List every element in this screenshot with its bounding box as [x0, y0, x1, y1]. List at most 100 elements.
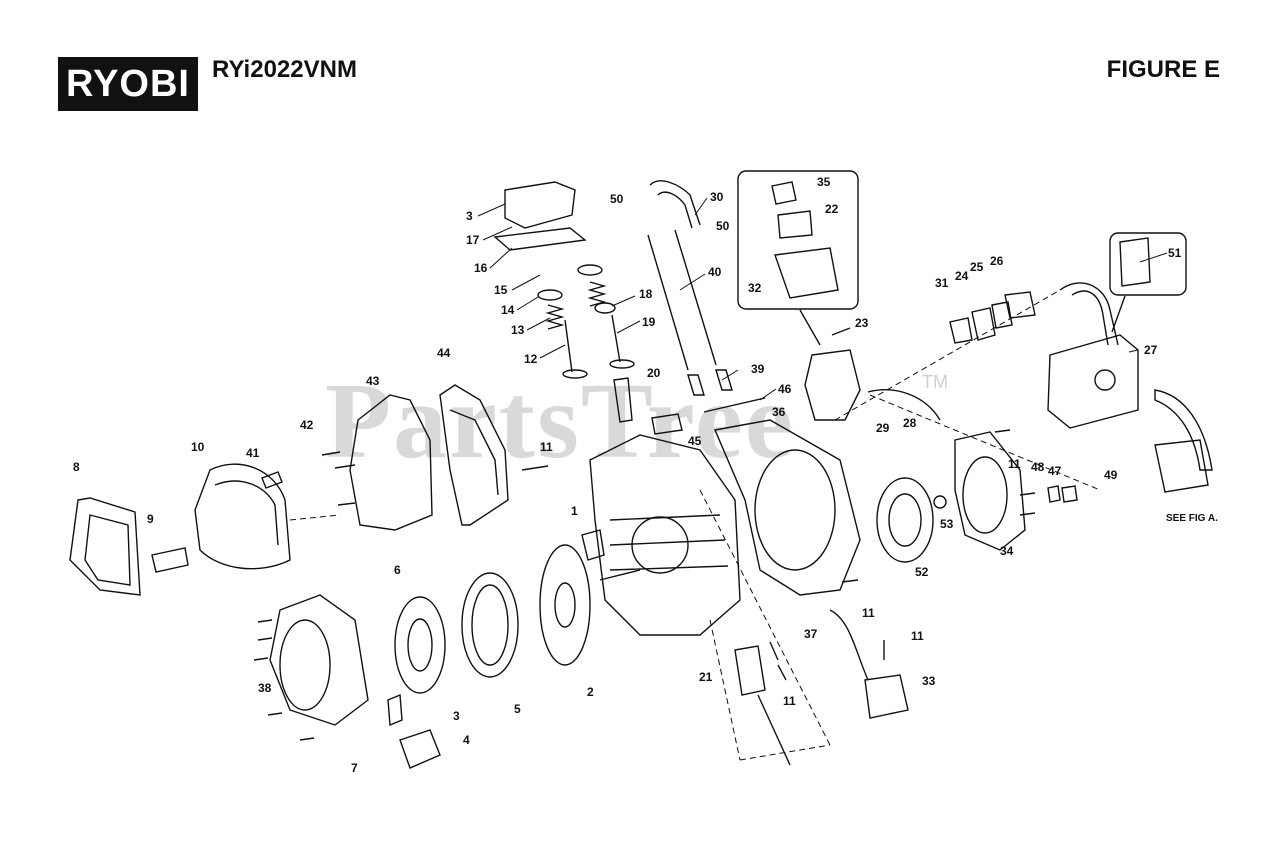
callout-11: 11 — [1008, 457, 1021, 471]
callout-47: 47 — [1048, 464, 1062, 478]
part-46-pin — [703, 397, 766, 413]
callout-11: 11 — [862, 606, 875, 620]
part-1-valve — [581, 529, 605, 561]
part-44-cover-plate — [439, 384, 509, 526]
part-42-screws — [321, 451, 356, 506]
ryobi-logo: RYOBI — [58, 57, 198, 111]
callout-8: 8 — [73, 460, 80, 474]
part-52-fan — [876, 477, 934, 563]
callout-39: 39 — [751, 362, 765, 376]
callout-3: 3 — [453, 709, 460, 723]
callout-37: 37 — [804, 627, 818, 641]
logo-trademark: TM — [186, 95, 197, 102]
callout-34: 34 — [1000, 544, 1014, 558]
callout-27: 27 — [1144, 343, 1158, 357]
callout-7: 7 — [351, 761, 358, 775]
callout-14: 14 — [501, 303, 515, 317]
callout-50: 50 — [716, 219, 730, 233]
part-27-intake-hose — [1059, 282, 1119, 346]
callout-48: 48 — [1031, 460, 1045, 474]
callout-35: 35 — [817, 175, 831, 189]
part-40-pushrod — [647, 234, 689, 371]
callout-4: 4 — [463, 733, 470, 747]
callout-10: 10 — [191, 440, 205, 454]
part-33-ignition-coil — [864, 674, 909, 719]
callout-15: 15 — [494, 283, 508, 297]
callout-41: 41 — [246, 446, 260, 460]
callout-31: 31 — [935, 276, 949, 290]
part-28-hose — [867, 389, 941, 421]
carburetor-inset-box — [737, 170, 859, 310]
part-14-retainer — [537, 289, 563, 301]
engine-block — [589, 434, 741, 636]
part-drawings — [69, 170, 1213, 769]
callout-22: 22 — [825, 202, 839, 216]
callout-45: 45 — [688, 434, 702, 448]
callout-9: 9 — [147, 512, 154, 526]
callout-5: 5 — [514, 702, 521, 716]
part-17-rocker-cover — [504, 181, 576, 229]
callout-36: 36 — [772, 405, 786, 419]
figure-label: FIGURE E — [1106, 56, 1220, 83]
callout-40: 40 — [708, 265, 722, 279]
part-39-tappet — [687, 374, 705, 396]
callout-52: 52 — [915, 565, 929, 579]
callout-28: 28 — [903, 416, 917, 430]
callout-11: 11 — [783, 694, 796, 708]
part-53-nut — [933, 495, 947, 509]
part-3-bracket — [387, 693, 403, 727]
part-36-carburetor-assembly — [804, 349, 861, 421]
callout-30: 30 — [710, 190, 724, 204]
part-20-spark-plug — [613, 377, 633, 423]
part-16-gasket — [493, 227, 587, 251]
part-6-rotor — [394, 596, 446, 694]
part-11-bolts — [521, 429, 1036, 681]
callout-16: 16 — [474, 261, 488, 275]
watermark-trademark: TM — [922, 372, 948, 392]
callout-23: 23 — [855, 316, 869, 330]
callout-24: 24 — [955, 269, 969, 283]
part-34-recoil-starter — [954, 431, 1026, 551]
callout-21: 21 — [699, 670, 713, 684]
part-18-seal — [594, 302, 616, 314]
callout-25: 25 — [970, 260, 984, 274]
part-10-cover — [194, 463, 291, 570]
callout-29: 29 — [876, 421, 890, 435]
callout-46: 46 — [778, 382, 792, 396]
leader-lines — [477, 197, 1168, 401]
part-45-bracket — [651, 413, 683, 435]
callout-19: 19 — [642, 315, 656, 329]
callout-labels: 1 2 3 3 4 5 6 7 8 9 10 11 11 11 11 11 11… — [73, 175, 1182, 775]
callout-13: 13 — [511, 323, 525, 337]
model-number: RYi2022VNM — [212, 56, 357, 83]
part-13-spring — [545, 304, 565, 330]
callout-43: 43 — [366, 374, 380, 388]
callout-11: 11 — [540, 440, 553, 454]
callout-18: 18 — [639, 287, 653, 301]
part-23-stud — [831, 327, 851, 336]
callout-50: 50 — [610, 192, 624, 206]
see-fig-note: SEE FIG A. — [1166, 513, 1218, 524]
part-26-gasket — [1004, 291, 1036, 319]
callout-33: 33 — [922, 674, 936, 688]
part-2-flywheel — [539, 544, 591, 666]
part-9-handle — [151, 547, 189, 573]
part-21-switch — [734, 645, 766, 696]
part-47-nut — [1061, 485, 1078, 503]
part-35-cap — [771, 181, 797, 205]
part-5-stator-ring — [461, 572, 519, 678]
callout-6: 6 — [394, 563, 401, 577]
callout-49: 49 — [1104, 468, 1118, 482]
callout-53: 53 — [940, 517, 954, 531]
callout-1: 1 — [571, 504, 578, 518]
part-43-housing — [349, 394, 433, 531]
part-38-rear-housing — [269, 594, 369, 726]
callout-11: 11 — [911, 629, 924, 643]
callout-44: 44 — [437, 346, 451, 360]
callout-42: 42 — [300, 418, 314, 432]
assembly-lines — [289, 289, 1101, 761]
part-37-fan-housing — [714, 419, 861, 596]
callout-51: 51 — [1168, 246, 1182, 260]
part-27-air-filter-box — [1047, 334, 1139, 429]
